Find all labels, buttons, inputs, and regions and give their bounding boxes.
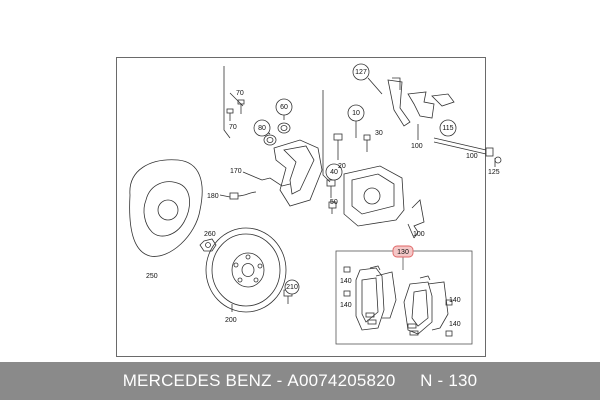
dust-shield-250 [129, 159, 203, 257]
callout-127: 127 [352, 63, 370, 81]
callout-60: 60 [275, 98, 293, 116]
svg-text:10: 10 [352, 110, 360, 117]
bolt-70-upper [237, 99, 245, 114]
callouts: 127 10 60 80 115 40 210 130 [253, 63, 457, 295]
leader-100-lower [407, 223, 415, 239]
separator: - [271, 371, 288, 390]
svg-text:130: 130 [397, 249, 409, 256]
parts-diagram: 127 10 60 80 115 40 210 130 70 70 30 20 … [129, 63, 502, 345]
bolt-70-lower [226, 108, 234, 121]
part-number: A0074205820 [287, 371, 396, 390]
brand-name: MERCEDES BENZ [122, 371, 272, 390]
label-50: 50 [330, 199, 338, 206]
label-140-c: 140 [449, 297, 461, 304]
pin-30 [363, 134, 371, 152]
leader-180 [219, 194, 231, 198]
cap-125 [494, 156, 502, 164]
bracket-left [223, 66, 231, 139]
label-70-top: 70 [236, 90, 244, 97]
label-200: 200 [225, 317, 237, 324]
label-100-top: 100 [411, 143, 423, 150]
spring-clip-100 [411, 199, 425, 233]
label-260: 260 [204, 231, 216, 238]
plain-labels: 70 70 30 20 100 100 125 170 50 180 260 2… [146, 90, 500, 328]
bushing-60 [277, 122, 291, 134]
brake-pads [343, 265, 453, 337]
svg-text:115: 115 [442, 125, 453, 132]
leader-127 [367, 77, 383, 95]
label-70-bottom: 70 [229, 124, 237, 131]
cable-180 [229, 191, 257, 200]
pin-20 [333, 133, 343, 160]
svg-text:60: 60 [280, 104, 288, 111]
caliper-carrier [273, 139, 323, 207]
brake-pad-right [403, 281, 433, 335]
label-100-lower: 100 [413, 231, 425, 238]
callout-115: 115 [439, 119, 457, 137]
callout-40: 40 [325, 163, 343, 181]
callout-130: 130 [392, 245, 414, 258]
bolt-40 [326, 179, 336, 198]
label-20: 20 [338, 163, 346, 170]
nut-260 [199, 238, 217, 252]
callout-80: 80 [253, 119, 271, 137]
svg-text:80: 80 [258, 125, 266, 132]
callout-210: 210 [284, 279, 300, 295]
label-180: 180 [207, 193, 219, 200]
label-100-right: 100 [466, 153, 478, 160]
bracket-right [392, 77, 401, 90]
label-250: 250 [146, 273, 158, 280]
position-number: N - 130 [420, 371, 478, 390]
bolt-115 [433, 137, 494, 157]
label-125: 125 [488, 169, 500, 176]
bushing-80 [263, 134, 277, 146]
svg-text:210: 210 [286, 284, 298, 291]
label-170: 170 [230, 168, 242, 175]
label-140-b: 140 [340, 302, 352, 309]
spring-plate [387, 79, 411, 127]
caliper-housing [343, 165, 405, 227]
callout-10: 10 [347, 104, 365, 122]
wear-sensor-170 [261, 177, 291, 187]
label-140-a: 140 [340, 278, 352, 285]
label-140-d: 140 [449, 321, 461, 328]
leader-170 [242, 171, 263, 181]
brake-disc-200 [205, 227, 287, 313]
brake-pad-left [355, 267, 385, 331]
bolt-50 [328, 201, 337, 214]
label-30: 30 [375, 130, 383, 137]
svg-text:40: 40 [330, 169, 338, 176]
footer-caption: MERCEDES BENZ - A0074205820 N - 130 [0, 362, 600, 400]
svg-text:127: 127 [355, 69, 367, 76]
